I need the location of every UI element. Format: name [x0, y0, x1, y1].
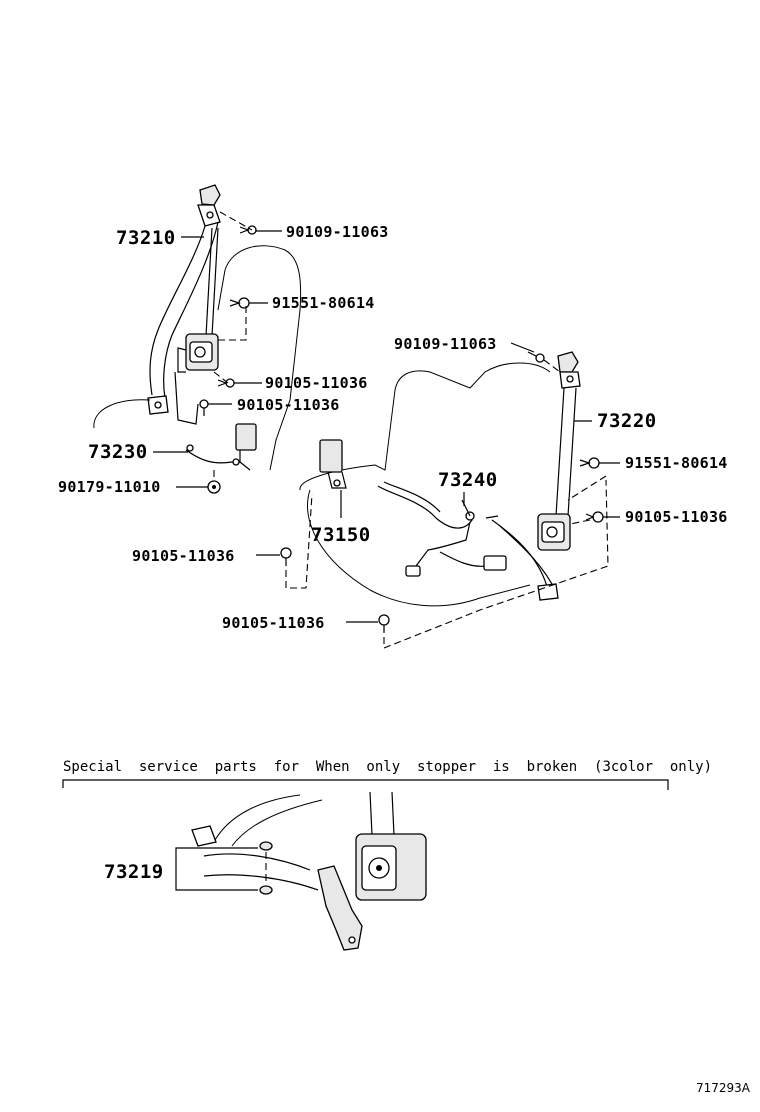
left-seat-back-outline: [224, 245, 302, 471]
callout-90105-11036-d: 90105-11036: [132, 547, 235, 565]
inset-anchor-plate: [191, 825, 217, 847]
left-seat-belt-assembly: [147, 184, 302, 471]
callout-90109-11063-a: 90109-11063: [286, 223, 389, 241]
special-service-note: Special service parts for When only stop…: [63, 759, 712, 775]
bolt-icon: [199, 399, 209, 416]
left-buckle-assembly: [93, 399, 257, 494]
leader-lines: [153, 230, 620, 623]
callout-73150: 73150: [311, 524, 371, 546]
diagram-code: 717293A: [696, 1081, 751, 1095]
callout-73230: 73230: [88, 441, 148, 463]
right-seat-belt-assembly: [485, 351, 607, 601]
bolt-icon: [217, 378, 235, 388]
bolt-icon: [378, 614, 390, 632]
bolt-icon: [585, 511, 604, 523]
callout-90179-11010: 90179-11010: [58, 478, 161, 496]
nut-icon: [207, 480, 221, 494]
right-shoulder-anchor: [557, 351, 579, 373]
callout-73220: 73220: [597, 410, 657, 432]
seat-belt-harness: [377, 481, 507, 577]
callout-90105-11036-a: 90105-11036: [265, 374, 368, 392]
inset-lower-anchor: [317, 865, 363, 951]
bolt-icon: [579, 457, 600, 469]
callout-90109-11063-b: 90109-11063: [394, 335, 497, 353]
callout-73219: 73219: [104, 861, 164, 883]
left-shoulder-anchor: [199, 184, 221, 206]
bolt-icon: [280, 547, 292, 566]
left-buckle: [235, 423, 257, 451]
harness-connector: [483, 555, 507, 571]
right-seat-outline: [299, 362, 551, 607]
callout-73240: 73240: [438, 469, 498, 491]
stopper-icon: [259, 885, 273, 895]
callout-91551-80614-b: 91551-80614: [625, 454, 728, 472]
harness-connector: [405, 565, 421, 577]
callout-91551-80614-a: 91551-80614: [272, 294, 375, 312]
center-buckle-assembly: [280, 439, 347, 589]
stopper-icon: [259, 841, 273, 851]
callout-90105-11036-c: 90105-11036: [625, 508, 728, 526]
bolt-icon: [527, 351, 545, 363]
callout-90105-11036-b: 90105-11036: [237, 396, 340, 414]
center-buckle: [319, 439, 343, 473]
callout-73210: 73210: [116, 227, 176, 249]
callout-90105-11036-e: 90105-11036: [222, 614, 325, 632]
bolt-icon: [239, 225, 257, 235]
special-service-inset: [62, 779, 669, 951]
right-lower-anchor: [537, 583, 559, 601]
